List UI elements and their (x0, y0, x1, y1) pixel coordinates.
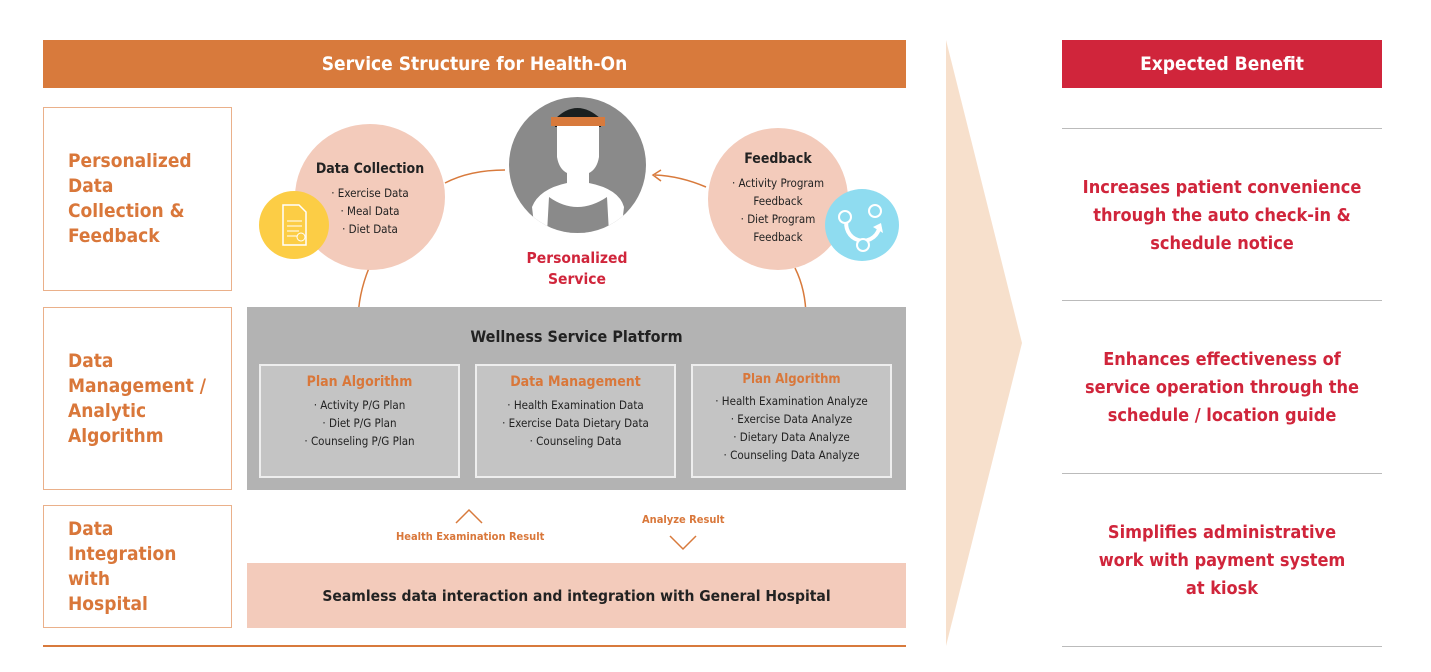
expected-benefit-header: Expected Benefit (1062, 40, 1382, 88)
list-item: Feedback (753, 194, 803, 208)
list-item: · Exercise Data (331, 186, 409, 200)
benefit-item: Enhances effectiveness of service operat… (1084, 349, 1360, 426)
list-item: · Diet P/G Plan (322, 416, 397, 430)
analyze-algorithm-box: Plan Algorithm · Health Examination Analy… (691, 364, 892, 478)
divider (1062, 473, 1382, 474)
list-item: · Exercise Data Dietary Data (502, 416, 649, 430)
feedback-circle: Feedback · Activity Program Feedback · D… (708, 128, 848, 270)
list-item: · Diet Program (740, 212, 816, 226)
row-label-integration: Data Integration with Hospital (43, 505, 232, 628)
data-collection-title: Data Collection (315, 161, 425, 177)
data-management-box: Data Management · Health Examination Data… (475, 364, 676, 478)
hospital-text: Seamless data interaction and integratio… (322, 586, 831, 605)
list-item: · Counseling Data (529, 434, 622, 448)
list-item: · Health Examination Analyze (715, 394, 868, 408)
row-label-management: Data Management / Analytic Algorithm (43, 307, 232, 490)
hospital-integration-bar: Seamless data interaction and integratio… (247, 563, 906, 628)
list-item: Feedback (753, 230, 803, 244)
benefit-item: Simplifies administrative work with paym… (1098, 522, 1346, 599)
box-title: Plan Algorithm (742, 372, 841, 387)
divider (1062, 300, 1382, 301)
service-structure-header: Service Structure for Health-On (43, 40, 906, 88)
bottom-divider (43, 645, 906, 647)
list-item: · Health Examination Data (507, 398, 644, 412)
list-item: · Activity P/G Plan (313, 398, 406, 412)
cycle-icon (825, 189, 899, 261)
list-item: · Dietary Data Analyze (733, 430, 850, 444)
label-text: Data Management / Analytic Algorithm (68, 349, 207, 447)
divider (1062, 646, 1382, 647)
list-item: · Counseling P/G Plan (304, 434, 415, 448)
list-item: · Exercise Data Analyze (730, 412, 853, 426)
divider (1062, 128, 1382, 129)
analyze-result-label: Analyze Result (642, 513, 725, 526)
list-item: · Meal Data (340, 204, 400, 218)
benefit-item: Increases patient convenience through th… (1082, 177, 1362, 254)
row-label-collection: Personalized Data Collection & Feedback (43, 107, 232, 291)
personalized-line1: Personalized (526, 249, 628, 267)
box-title: Data Management (510, 374, 641, 390)
label-text: Personalized Data Collection & Feedback (68, 150, 192, 247)
label-text: Data Integration with Hospital (68, 517, 177, 615)
document-icon (259, 191, 329, 259)
plan-algorithm-box: Plan Algorithm · Activity P/G Plan · Diet … (259, 364, 460, 478)
feedback-title: Feedback (744, 151, 812, 167)
header-title: Service Structure for Health-On (321, 53, 628, 75)
box-title: Plan Algorithm (306, 374, 413, 390)
chevron-arrow-icon (946, 40, 1022, 646)
list-item: · Counseling Data Analyze (723, 448, 860, 462)
benefit-title: Expected Benefit (1140, 53, 1304, 75)
list-item: · Diet Data (342, 222, 398, 236)
health-examination-result-label: Health Examination Result (396, 530, 545, 543)
personalized-line2: Service (548, 270, 606, 288)
person-avatar-icon (509, 97, 646, 233)
list-item: · Activity Program (731, 176, 825, 190)
platform-title: Wellness Service Platform (470, 327, 683, 346)
